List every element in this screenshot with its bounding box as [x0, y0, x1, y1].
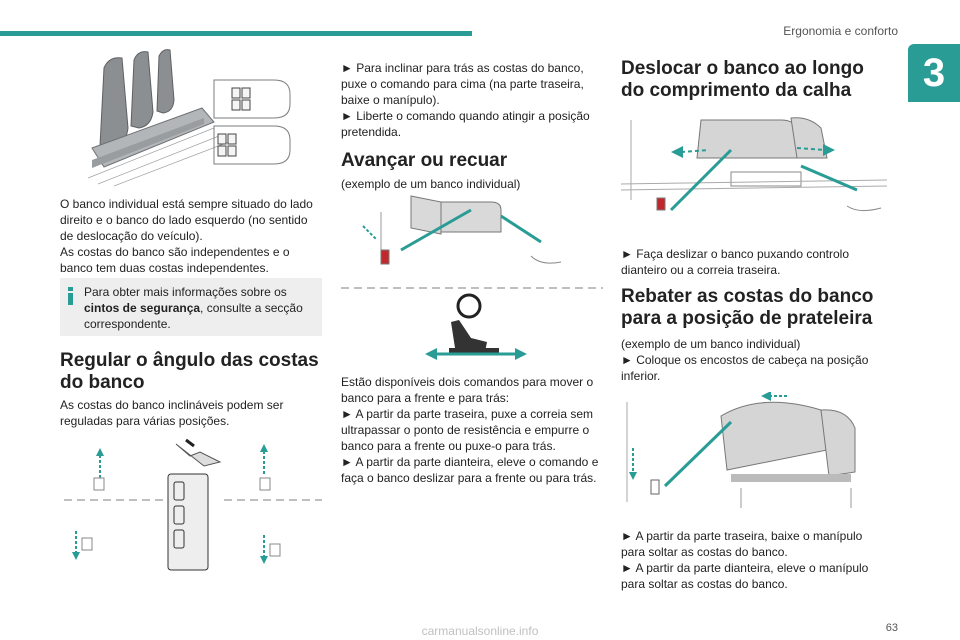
- fold-backrest-illustration: [626, 392, 856, 508]
- info-text-pre: Para obter mais informações sobre os: [84, 285, 287, 299]
- heading-backrest-angle: Regular o ângulo das costas do banco: [60, 350, 319, 393]
- running-head: Ergonomia e conforto: [783, 24, 898, 38]
- subtitle-individual-seat: (exemplo de um banco individual): [341, 177, 521, 191]
- chapter-tab: 3: [908, 44, 960, 102]
- paragraph-release-control: ► Liberte o comando quando atingir a pos…: [341, 109, 590, 139]
- info-icon: [68, 287, 73, 305]
- page-number: 63: [885, 622, 898, 634]
- info-text-bold: cintos de segurança: [84, 301, 201, 315]
- watermark: carmanualsonline.info: [421, 624, 539, 638]
- paragraph-headrests: ► Coloque os encostos de cabeça na posiç…: [621, 353, 869, 383]
- paragraph-two-controls: Estão disponíveis dois comandos para mov…: [341, 375, 594, 405]
- paragraph-rear-strap: ► A partir da parte traseira, puxe a cor…: [341, 407, 593, 453]
- heading-rail-slide: Deslocar o banco ao longo do comprimento…: [621, 58, 864, 101]
- paragraph-backrest-angle: As costas do banco inclináveis podem ser…: [60, 398, 284, 428]
- header-accent-bar: [0, 31, 472, 36]
- info-text-post: , consulte a secção correspondente.: [84, 301, 303, 331]
- paragraph-front-control: ► A partir da parte dianteira, eleve o c…: [341, 455, 599, 485]
- subtitle-fold-example: (exemplo de um banco individual): [621, 337, 801, 351]
- backrest-adjust-illustration: [64, 438, 322, 571]
- heading-slide-seat: Avançar ou recuar: [341, 150, 508, 171]
- paragraph-recline-back: ► Para inclinar para trás as costas do b…: [341, 61, 584, 107]
- paragraph-rear-release: ► A partir da parte traseira, baixe o ma…: [621, 529, 863, 559]
- seat-rows-illustration: [87, 49, 291, 187]
- heading-fold-shelf: Rebater as costas do banco para a posiçã…: [621, 286, 874, 329]
- paragraph-front-release: ► A partir da parte dianteira, eleve o m…: [621, 561, 869, 591]
- seat-slide-illustration: [341, 195, 603, 360]
- info-box-seatbelts: Para obter mais informações sobre os cin…: [60, 278, 322, 336]
- paragraph-rail-slide: ► Faça deslizar o banco puxando controlo…: [621, 247, 850, 277]
- paragraph-seat-backs: As costas do banco são independentes e o…: [60, 245, 290, 275]
- paragraph-seat-position: O banco individual está sempre situado d…: [60, 197, 313, 243]
- rail-slide-illustration: [621, 117, 887, 212]
